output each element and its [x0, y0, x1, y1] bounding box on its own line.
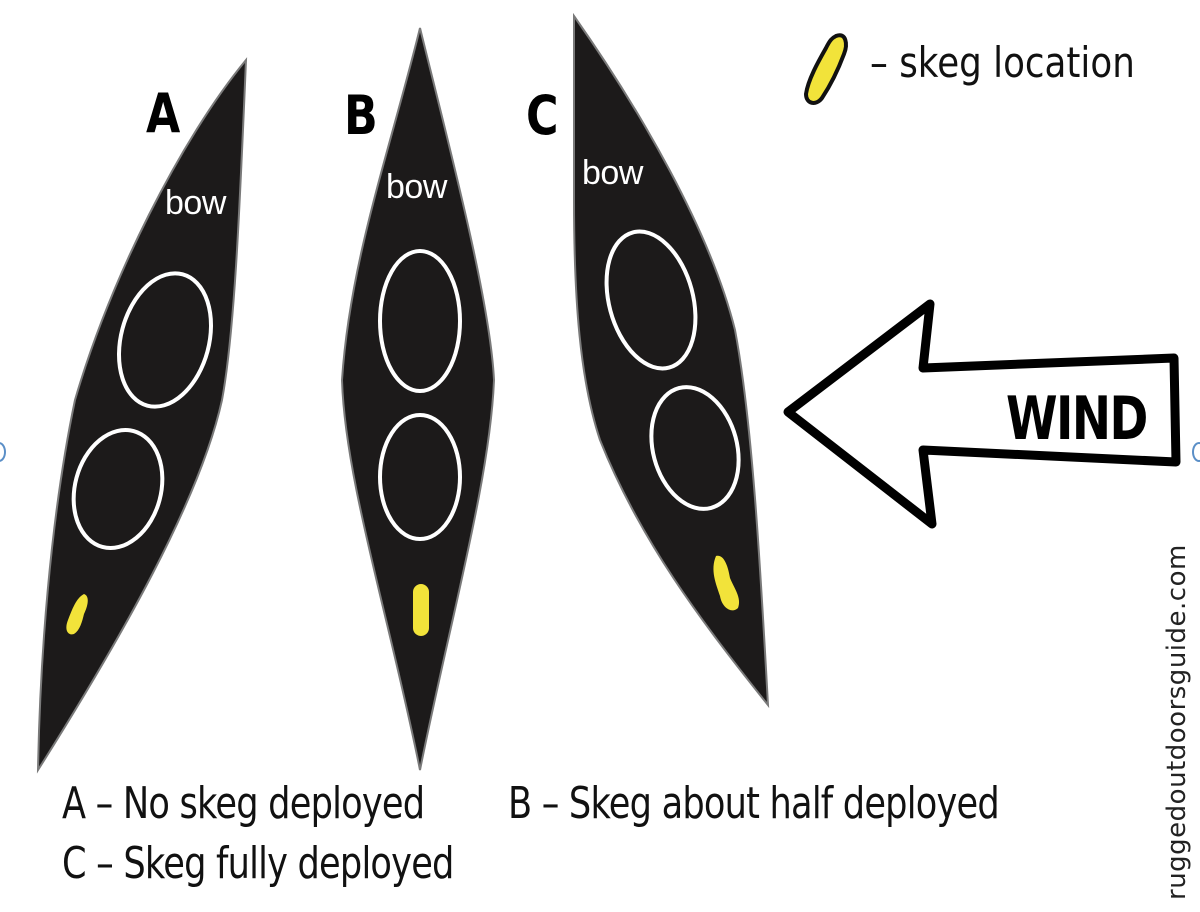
cockpit-ring-icon: [649, 385, 741, 511]
kayak-c-letter: C: [526, 84, 558, 147]
kayak-a-letter: A: [146, 82, 180, 145]
kayak-b: [340, 27, 496, 771]
wind-arrow-icon: [783, 299, 1181, 529]
caption-a: A – No skeg deployed: [62, 778, 425, 829]
cockpit-ring-icon: [71, 427, 165, 551]
kayak-b-letter: B: [344, 84, 378, 147]
watermark: ruggedoutdoorsguide.com: [1162, 544, 1192, 900]
kayak-c: [572, 12, 770, 709]
kayak-a-bow-label: bow: [165, 184, 226, 222]
legend-text: – skeg location: [870, 38, 1135, 87]
kayak-c-bow-label: bow: [582, 154, 643, 192]
legend-skeg-marker-icon: [803, 33, 848, 105]
kayak-b-bow-label: bow: [386, 168, 447, 206]
skeg-icon: [66, 594, 88, 635]
cockpit-ring-icon: [378, 249, 462, 393]
cockpit-ring-icon: [116, 271, 214, 409]
caption-b: B – Skeg about half deployed: [508, 778, 1000, 829]
skeg-icon: [413, 584, 429, 636]
right-edge-marker-icon: [1192, 442, 1200, 462]
kayak-a: [36, 57, 248, 774]
wind-label: WIND: [1006, 384, 1148, 454]
cockpit-ring-icon: [378, 413, 462, 541]
cockpit-ring-icon: [604, 229, 698, 371]
skeg-icon: [713, 555, 740, 611]
caption-c: C – Skeg fully deployed: [62, 838, 454, 889]
